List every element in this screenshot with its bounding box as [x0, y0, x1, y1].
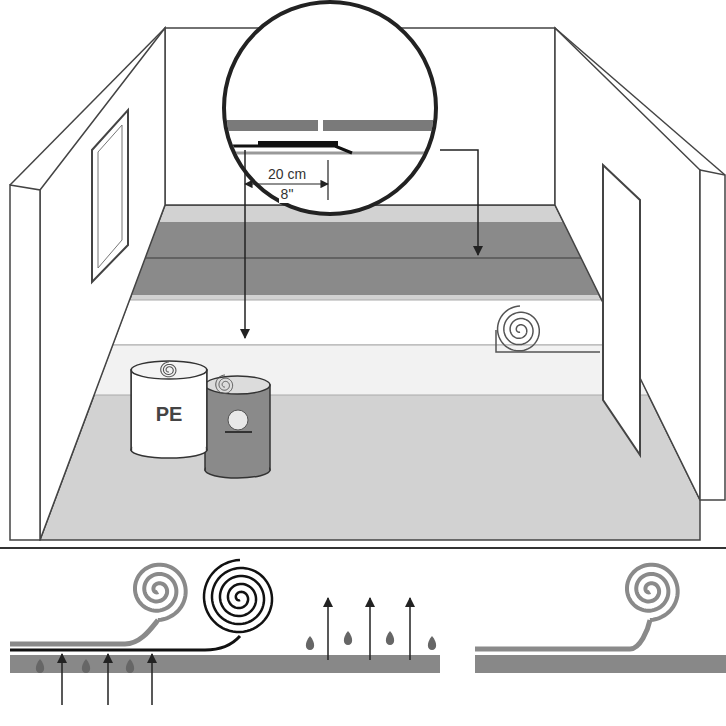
water-drop: [126, 659, 134, 673]
roll-spiral: [204, 560, 272, 632]
dimension-label: 20 cm: [266, 167, 308, 182]
roll-label: PE: [130, 403, 208, 426]
pe-roll: PE: [130, 360, 208, 460]
roll-spiral: [498, 306, 540, 351]
roll-spiral: [627, 565, 678, 620]
water-drop: [306, 636, 314, 650]
roll-tail: [496, 330, 600, 352]
water-drop: [428, 636, 436, 650]
roll-spiral: [216, 375, 233, 393]
water-drop: [386, 631, 394, 645]
water-drop: [344, 631, 352, 645]
water-drop: [82, 659, 90, 673]
roll-spiral: [135, 565, 186, 620]
water-drop: [36, 659, 44, 673]
dimension-label: 8": [279, 187, 296, 202]
